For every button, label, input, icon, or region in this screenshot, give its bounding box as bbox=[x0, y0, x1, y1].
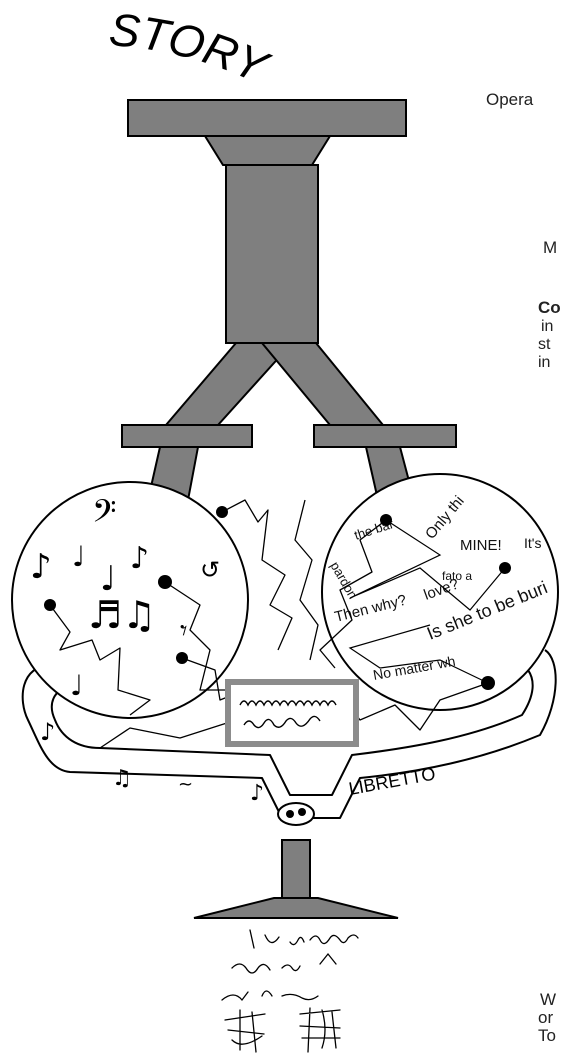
output-base bbox=[194, 898, 398, 918]
right-text-fragment: in bbox=[541, 318, 553, 336]
libretto-label-text: LIBRETTO bbox=[347, 764, 437, 799]
center-frame bbox=[228, 682, 356, 744]
knot-dot bbox=[298, 808, 306, 816]
beamed-notes-icon: ♬♫ bbox=[88, 593, 156, 637]
note-icon: ♪ bbox=[130, 541, 149, 576]
note-icon: ♪ bbox=[40, 718, 55, 746]
story-funnel bbox=[122, 100, 456, 500]
right-platform bbox=[314, 425, 456, 447]
story-title-text: STORY bbox=[107, 3, 278, 94]
beamed-notes-icon: ♫ bbox=[112, 766, 132, 791]
scribble bbox=[222, 991, 318, 1000]
right-text-fragment: W bbox=[540, 990, 556, 1010]
left-platform bbox=[122, 425, 252, 447]
repeat-sign-icon: ↺ bbox=[200, 556, 220, 584]
note-icon: ♩ bbox=[72, 540, 85, 573]
rest-icon: 𝄾 bbox=[180, 614, 187, 647]
scribble bbox=[300, 1008, 340, 1052]
funnel-column bbox=[226, 165, 318, 343]
scribble bbox=[232, 954, 336, 973]
note-icon: ♩ bbox=[70, 669, 83, 702]
note-icon: ♪ bbox=[250, 781, 264, 806]
phrase: It's bbox=[524, 535, 541, 551]
knot-dot bbox=[286, 810, 294, 818]
right-text-fragment: or bbox=[538, 1008, 553, 1028]
right-text-fragment: Co bbox=[538, 298, 561, 318]
right-text-fragment: M bbox=[543, 238, 557, 258]
libretto-label: LIBRETTO bbox=[347, 764, 437, 799]
funnel-neck bbox=[205, 136, 330, 165]
bass-clef-icon: 𝄢 bbox=[92, 493, 116, 537]
top-bar bbox=[128, 100, 406, 136]
right-text-fragment: To bbox=[538, 1026, 556, 1046]
right-leg bbox=[262, 343, 383, 425]
wire bbox=[295, 500, 318, 660]
right-text-opera: Opera bbox=[486, 90, 533, 110]
output-stem bbox=[282, 840, 310, 898]
right-text-fragment: in bbox=[538, 354, 550, 372]
note-icon: ♪ bbox=[30, 547, 52, 587]
knot-joint bbox=[278, 803, 314, 825]
scribble bbox=[250, 930, 358, 948]
right-text-fragment: st bbox=[538, 336, 550, 354]
handwritten-notes bbox=[222, 930, 358, 1052]
phrase: MINE! bbox=[460, 537, 502, 554]
story-title: STORY bbox=[107, 3, 278, 94]
squiggle-icon: ~ bbox=[178, 774, 193, 795]
scribble bbox=[225, 1010, 265, 1052]
